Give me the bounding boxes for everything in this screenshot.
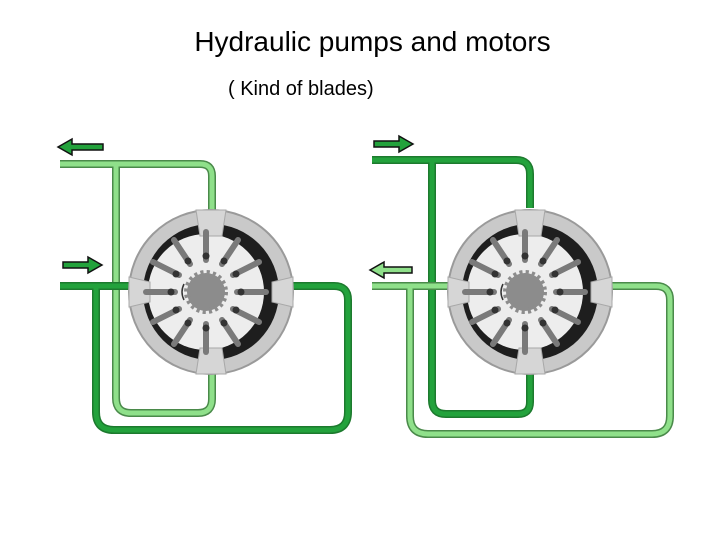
right-splined-shaft xyxy=(500,270,547,314)
right-top-arrow-icon xyxy=(373,134,415,154)
left-pump-unit xyxy=(56,137,352,434)
left-top-arrow-icon xyxy=(56,137,104,157)
left-splined-shaft xyxy=(181,270,228,314)
right-dark-pipe xyxy=(372,156,534,418)
right-pump-unit xyxy=(368,134,674,438)
slide-subtitle: ( Kind of blades) xyxy=(228,78,374,100)
left-mid-arrow-icon xyxy=(62,255,104,275)
right-vane-pins xyxy=(486,252,564,332)
right-mid-arrow-icon xyxy=(368,260,413,280)
left-vane-pins xyxy=(167,252,245,332)
right-light-pipe xyxy=(372,282,674,438)
left-light-pipe xyxy=(60,160,216,417)
left-dark-pipe xyxy=(60,282,352,434)
slide-title: Hydraulic pumps and motors xyxy=(194,26,551,57)
